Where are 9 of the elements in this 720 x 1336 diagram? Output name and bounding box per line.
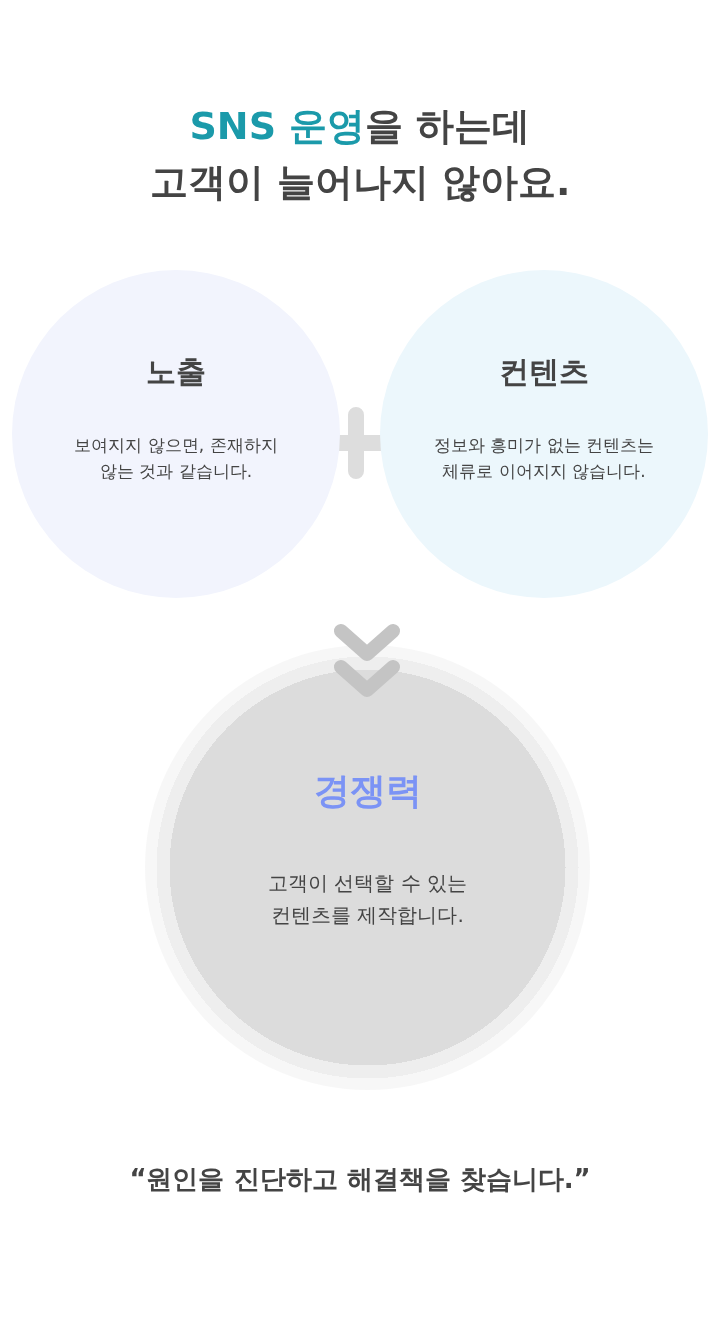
double-chevron-arrow — [334, 624, 400, 697]
circle-heading: 경쟁력 — [312, 769, 423, 813]
quote-text: “원인을 진단하고 해결책을 찾습니다.” — [128, 1163, 592, 1196]
circle-description: 정보와 흥미가 없는 컨텐츠는 체류로 이어지지 않습니다. — [432, 434, 656, 483]
circle-description: 보여지지 않으면, 존재하지 않는 것과 같습니다. — [73, 434, 279, 483]
title-text: SNS 운영을 하는데 고객이 늘어나지 않아요. — [148, 103, 572, 206]
circle-heading: 노출 — [145, 353, 207, 391]
circle-description: 고객이 선택할 수 있는 컨텐츠를 제작합니다. — [266, 870, 469, 929]
circle-heading: 컨텐츠 — [498, 353, 590, 391]
